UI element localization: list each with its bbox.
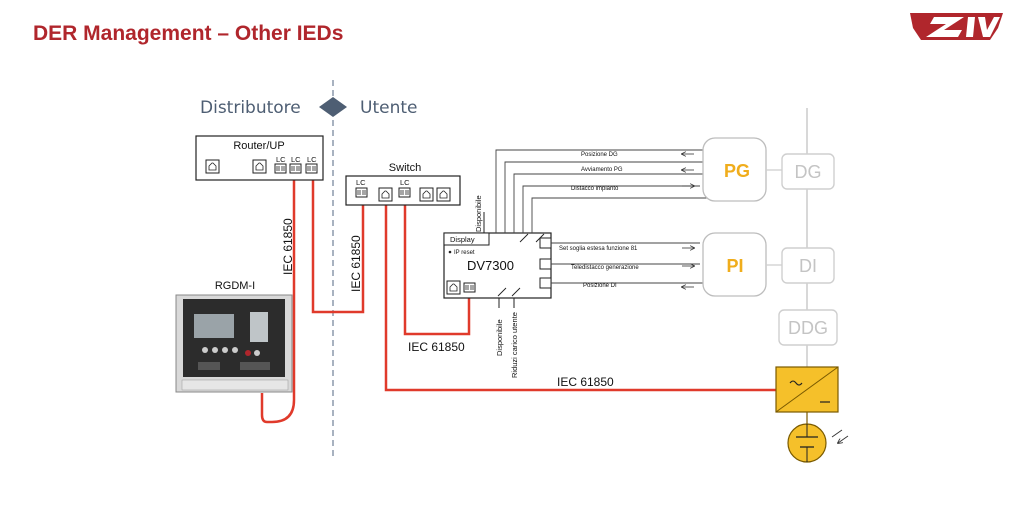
router-label: Router/UP — [233, 140, 284, 152]
ethernet-port-icon — [446, 280, 461, 295]
iec-label-4: IEC 61850 — [557, 375, 614, 389]
dv-name: DV7300 — [467, 258, 514, 273]
ethernet-port-icon — [205, 159, 220, 174]
iec-links — [260, 178, 776, 424]
lc-label: LC — [276, 155, 286, 164]
ethernet-port-icon — [378, 187, 393, 202]
boundary-diamond-icon — [319, 97, 347, 117]
signal-arrows — [682, 154, 694, 287]
router-up: Router/UP LC LC LC — [195, 135, 324, 181]
iec-label-2: IEC 61850 — [349, 235, 363, 292]
inverter-icon — [775, 366, 839, 413]
lc-label: LC — [400, 178, 410, 187]
fiber-port-icon — [289, 163, 302, 174]
breaker-di — [781, 247, 835, 284]
breaker-dg-label: DG — [795, 162, 822, 182]
switch-label: Switch — [389, 162, 421, 174]
signal-avviamento-pg: Avviamento PG — [581, 167, 623, 173]
page-title: DER Management – Other IEDs — [33, 22, 343, 45]
ethernet-port-icon — [252, 159, 267, 174]
breaker-ddg-label: DDG — [788, 318, 828, 338]
signal-lines — [495, 149, 717, 290]
zone-distributore: Distributore — [200, 98, 301, 118]
dv7300: Display IP reset DV7300 — [443, 232, 552, 299]
lc-label: LC — [307, 155, 317, 164]
ziv-logo — [910, 13, 1003, 40]
lc-label: LC — [356, 178, 366, 187]
breaker-di-label: DI — [799, 256, 817, 276]
iec-label-1: IEC 61850 — [281, 218, 295, 275]
lc-label: LC — [291, 155, 301, 164]
riduzi-carico-label: Riduzi carico utente — [510, 312, 519, 378]
switch: Switch LC LC — [345, 162, 461, 206]
ethernet-port-icon — [436, 187, 451, 202]
signal-teledistacco: Teledistacco generazione — [571, 265, 639, 271]
breaker-dg — [781, 153, 835, 190]
fiber-port-icon — [463, 282, 476, 293]
signal-distacco-impianto: Distacco impianto — [571, 186, 619, 192]
rgdm-label: RGDM-I — [215, 280, 255, 292]
disponibile-bottom-label: Disponibile — [495, 319, 504, 356]
pi-label: PI — [726, 256, 743, 276]
signal-set-soglia: Set soglia estesa funzione 81 — [559, 246, 638, 252]
fiber-port-icon — [398, 187, 411, 198]
zone-utente: Utente — [360, 98, 417, 118]
signal-posizione-di: Posizione DI — [583, 283, 617, 289]
fiber-port-icon — [305, 163, 318, 174]
iec-label-3: IEC 61850 — [408, 340, 465, 354]
display-label: Display — [450, 235, 475, 244]
fiber-port-icon — [274, 163, 287, 174]
rgdm-i: RGDM-I — [175, 280, 293, 393]
signal-posizione-dg: Posizione DG — [581, 152, 618, 158]
breaker-ddg — [778, 309, 838, 346]
pg-label: PG — [724, 161, 750, 181]
fiber-port-icon — [355, 187, 368, 198]
pv-source-icon — [787, 423, 849, 463]
ip-reset-label: IP reset — [454, 250, 475, 256]
ethernet-port-icon — [419, 187, 434, 202]
lcd-screen — [194, 314, 234, 338]
disponibile-top-label: Disponibile — [474, 195, 483, 232]
